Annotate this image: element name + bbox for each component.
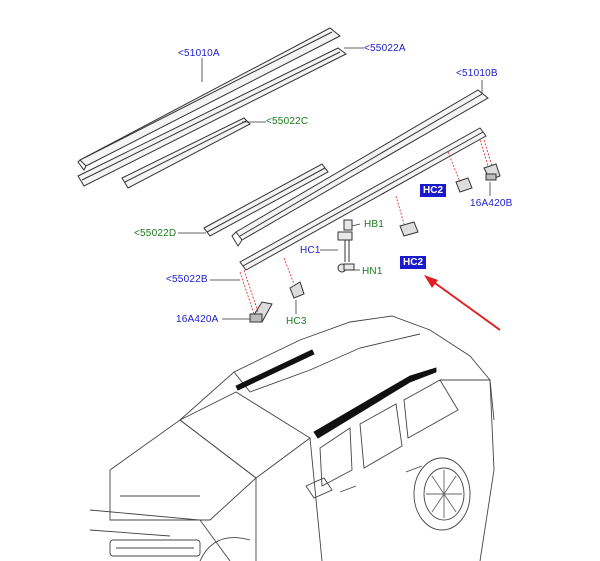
roof-rail-51010b <box>231 89 489 247</box>
callout-16a420a: 16A420A <box>176 314 219 325</box>
finisher-55022d <box>203 163 329 237</box>
clip-16a420a <box>249 301 273 323</box>
callout-hc1: HC1 <box>300 245 321 256</box>
callout-55022d: <55022D <box>134 228 177 239</box>
callout-55022a: <55022A <box>364 43 406 54</box>
callout-hc3: HC3 <box>286 316 307 327</box>
red-arrow <box>424 275 501 331</box>
callout-hn1: HN1 <box>362 266 383 277</box>
finisher-55022a <box>77 47 347 187</box>
callout-51010b: <51010B <box>456 68 498 79</box>
callout-hb1: HB1 <box>364 219 385 230</box>
red-leaders <box>239 139 493 315</box>
clip-16a420b <box>483 163 501 181</box>
finisher-55022c <box>121 117 251 189</box>
leader-lines <box>178 47 491 320</box>
vehicle-outline <box>89 315 495 561</box>
callout-55022c: <55022C <box>266 116 309 127</box>
callout-hc2-top: HC2 <box>420 184 447 197</box>
callout-51010a: <51010A <box>178 48 220 59</box>
clip-hc2-bottom <box>399 221 419 237</box>
bolt-assembly <box>337 219 355 273</box>
clip-hc3 <box>289 281 305 299</box>
callout-55022b: <55022B <box>166 274 208 285</box>
callout-16a420b: 16A420B <box>470 198 513 209</box>
clip-hc2-top <box>455 177 473 193</box>
finisher-55022b <box>239 127 487 271</box>
callout-hc2-bottom: HC2 <box>400 256 427 269</box>
roof-rail-51010a <box>77 27 341 171</box>
